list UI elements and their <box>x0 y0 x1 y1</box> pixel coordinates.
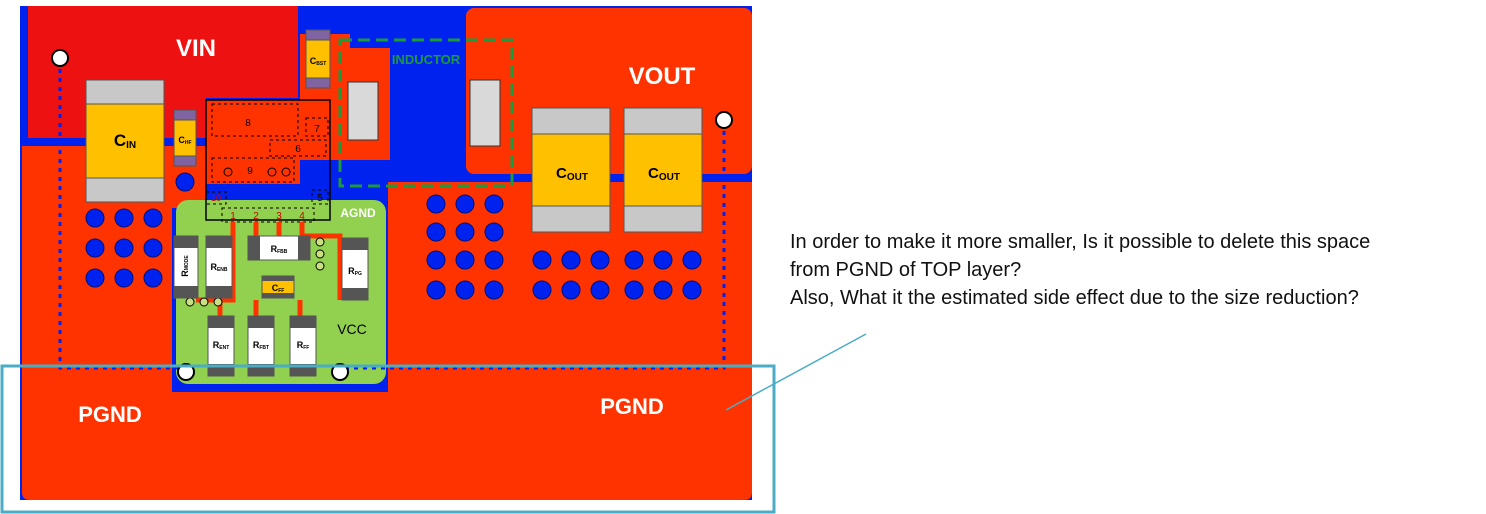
pgnd-copper <box>22 146 752 500</box>
pin-label-9: 9 <box>247 166 253 177</box>
pin-label-3: 3 <box>276 211 282 222</box>
pin-label-1: 1 <box>230 211 236 222</box>
annotation-line-3: Also, What it the estimated side effect … <box>790 287 1359 309</box>
net-label-vin: VIN <box>176 35 216 62</box>
test-point-vout <box>715 111 733 129</box>
net-label-vout: VOUT <box>629 63 696 90</box>
sense-trace-right <box>340 122 726 370</box>
test-point-pgnd-right <box>331 363 349 381</box>
svg-text:RFBT: RFBT <box>253 340 269 351</box>
via-grid-right <box>532 250 702 300</box>
svg-text:RFBB: RFBB <box>271 244 288 255</box>
pin-label-10: 10 <box>211 193 221 203</box>
rmode-resistor: RMODE <box>173 235 199 299</box>
cff-capacitor: CFF <box>261 275 295 299</box>
inductor-outline <box>338 38 514 188</box>
sense-trace-left <box>58 60 186 370</box>
cin-label: CIN <box>114 131 136 151</box>
ic-vias <box>223 167 291 177</box>
svg-text:RMODE: RMODE <box>180 255 190 277</box>
callout-line <box>725 333 867 411</box>
net-label-pgnd-right: PGND <box>600 394 664 419</box>
svg-text:RENT: RENT <box>213 340 230 351</box>
rfbb-resistor: RFBB <box>247 235 311 261</box>
test-point-vin <box>51 49 69 67</box>
chf-label: CHF <box>178 135 191 146</box>
pin-label-2: 2 <box>253 211 259 222</box>
svg-text:RENB: RENB <box>210 262 227 273</box>
cbst-capacitor: CBST <box>305 29 331 89</box>
annotation-note: In order to make it more smaller, Is it … <box>790 228 1480 312</box>
cout1-label: COUT <box>556 165 588 183</box>
cbst-label: CBST <box>310 56 327 67</box>
inductor-pad-left <box>347 81 379 141</box>
via-single <box>175 172 195 192</box>
cout-capacitor-1: COUT <box>531 107 611 233</box>
via-grid-middle <box>426 194 504 300</box>
svg-text:RPG: RPG <box>348 266 362 277</box>
pin-label-6: 6 <box>295 144 301 155</box>
cout2-label: COUT <box>648 165 680 183</box>
highlight-box <box>0 364 776 514</box>
ic-pad-8 <box>211 103 299 137</box>
net-label-pgnd-left: PGND <box>78 402 142 427</box>
ic-pad-10 <box>205 191 227 205</box>
inductor-pad-right <box>469 79 501 147</box>
via-grid-left <box>85 208 163 288</box>
rpg-resistor: RPG <box>341 237 369 301</box>
pin-label-4: 4 <box>299 211 305 222</box>
ic-pad-7 <box>305 117 329 137</box>
cin-capacitor: CIN <box>85 79 165 203</box>
net-label-inductor: INDUCTOR <box>392 52 461 67</box>
cout-capacitor-2: COUT <box>623 107 703 233</box>
ic-pins-row <box>221 207 315 223</box>
renb-resistor: RENB <box>205 235 233 299</box>
svg-text:RFF: RFF <box>297 340 310 351</box>
net-label-vcc: VCC <box>337 321 367 337</box>
annotation-line-2: from PGND of TOP layer? <box>790 259 1022 281</box>
pin-label-8: 8 <box>245 118 251 129</box>
annotation-line-1: In order to make it more smaller, Is it … <box>790 231 1371 253</box>
svg-text:CFF: CFF <box>272 283 285 294</box>
test-point-pgnd-left <box>177 363 195 381</box>
chf-capacitor: CHF <box>173 109 197 167</box>
pin-label-7: 7 <box>314 124 320 135</box>
ic-pad-5 <box>311 189 329 205</box>
ic-outline <box>205 99 331 221</box>
net-label-agnd: AGND <box>340 206 376 220</box>
agnd-pad-dots <box>185 237 325 307</box>
ic-pad-9 <box>211 157 295 183</box>
pin-label-5: 5 <box>317 193 323 204</box>
